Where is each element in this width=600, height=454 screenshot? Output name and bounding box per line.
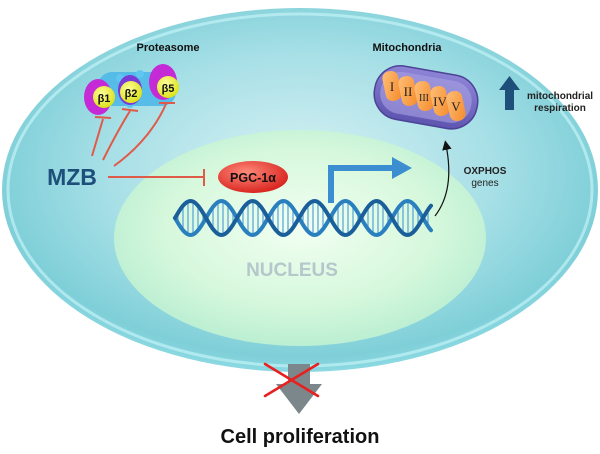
svg-text:I: I — [390, 79, 394, 94]
respiratory-complex: III — [414, 80, 434, 112]
svg-text:β5: β5 — [162, 83, 175, 95]
inhibition-line-b2 — [102, 110, 131, 161]
drug-label-mzb: MZB — [47, 164, 97, 190]
respiration-label-line1: mitochondrial — [527, 91, 593, 102]
nucleus-label: NUCLEUS — [246, 260, 338, 281]
proteasome-subunit-b1: β1 — [93, 86, 115, 108]
oxphos-arrow — [434, 140, 452, 217]
oxphos-label-line2: genes — [471, 178, 498, 189]
dna-helix — [173, 198, 433, 238]
inhibition-line-b1 — [91, 118, 104, 157]
pgc1a-protein: PGC-1α — [218, 161, 288, 193]
transcription-start-arrow — [328, 157, 412, 203]
svg-text:PGC-1α: PGC-1α — [230, 171, 276, 185]
respiration-up-arrow — [499, 76, 520, 110]
svg-text:β1: β1 — [98, 93, 111, 105]
respiratory-complex: V — [446, 90, 466, 122]
proteasome-subunit-b2: β2 — [120, 81, 142, 103]
respiratory-complex: IV — [430, 85, 450, 117]
outcome-label: Cell proliferation — [221, 426, 380, 448]
respiratory-complex: II — [398, 75, 418, 107]
nucleus — [114, 130, 486, 346]
svg-text:V: V — [451, 99, 461, 114]
proteasome-subunit-b5: β5 — [157, 76, 179, 98]
respiration-label-line2: respiration — [534, 103, 586, 114]
inhibition-line-b5 — [113, 103, 167, 167]
oxphos-label-line1: OXPHOS — [464, 166, 507, 177]
respiratory-complex: I — [382, 70, 402, 102]
blocked-x-icon — [263, 362, 320, 398]
svg-text:III: III — [419, 93, 429, 104]
proteasome-label: Proteasome — [137, 42, 200, 54]
svg-text:II: II — [404, 84, 413, 99]
svg-text:IV: IV — [433, 94, 447, 109]
inhibition-lines — [91, 102, 205, 186]
svg-text:β2: β2 — [125, 88, 138, 100]
mitochondria-label: Mitochondria — [372, 42, 442, 54]
